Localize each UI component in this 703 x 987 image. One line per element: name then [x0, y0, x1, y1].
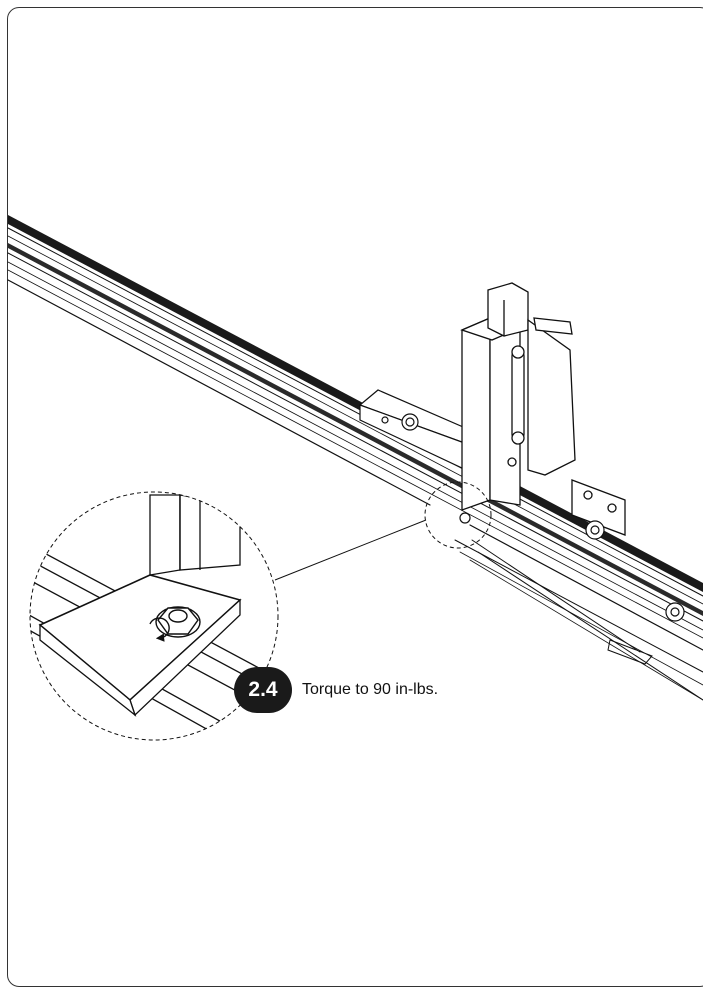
highlight-circle [424, 481, 492, 549]
rotate-arrow-icon [149, 617, 170, 642]
rail-assembly [7, 215, 703, 701]
detail-callout [29, 491, 279, 741]
detail-leader-line [274, 519, 427, 581]
step-instruction: Torque to 90 in-lbs. [302, 681, 439, 698]
step-number-badge: 2.4 [234, 667, 292, 713]
side-bracket [358, 389, 471, 469]
rail-bolts [459, 512, 685, 622]
hex-bolt-icon [155, 606, 201, 638]
vertical-post [460, 282, 626, 536]
